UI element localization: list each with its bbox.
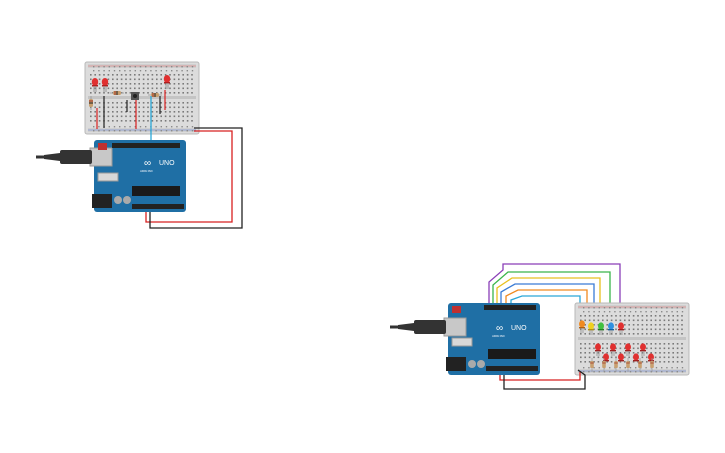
power-jack-icon bbox=[92, 194, 112, 208]
led-red-bottom-b-1[interactable] bbox=[603, 353, 609, 362]
led-green[interactable] bbox=[598, 322, 604, 335]
uno-label: UNO bbox=[511, 325, 527, 332]
crystal bbox=[97, 172, 119, 182]
resistor-bottom-2[interactable] bbox=[602, 358, 606, 372]
led-red-bottom-3[interactable] bbox=[625, 343, 631, 356]
jumpers-top-left bbox=[96, 90, 166, 129]
resistor-2[interactable] bbox=[110, 91, 124, 95]
led-red-bottom-1[interactable] bbox=[595, 343, 601, 356]
arduino-uno-board-bottom-right[interactable]: ∞ UNO ARDUINO bbox=[390, 303, 540, 375]
led-row-top bbox=[579, 320, 624, 335]
reset-button-icon[interactable] bbox=[98, 143, 107, 150]
power-analog-header bbox=[486, 366, 538, 371]
usb-plug-icon bbox=[36, 150, 92, 164]
reset-button-icon[interactable] bbox=[452, 306, 461, 313]
led-red-bottom-b-4[interactable] bbox=[648, 353, 654, 362]
uno-label: UNO bbox=[159, 160, 175, 167]
infinity-logo-icon: ∞ bbox=[496, 323, 503, 334]
resistor-bottom-3[interactable] bbox=[614, 358, 618, 372]
resistor-bottom-6[interactable] bbox=[650, 358, 654, 372]
power-jack-icon bbox=[446, 357, 466, 371]
led-red-1[interactable] bbox=[91, 78, 99, 92]
digital-header bbox=[484, 305, 536, 310]
arduino-brand-label: ARDUINO bbox=[492, 334, 505, 338]
crystal bbox=[451, 337, 473, 347]
led-blue[interactable] bbox=[608, 322, 614, 335]
resistor-3[interactable] bbox=[148, 93, 162, 97]
breadboard-holes bbox=[90, 66, 194, 132]
resistor-bottom-1[interactable] bbox=[590, 358, 594, 372]
led-red-bottom-b-3[interactable] bbox=[633, 353, 639, 362]
led-red-top-row[interactable] bbox=[618, 322, 624, 335]
usb-plug-icon bbox=[390, 320, 446, 334]
led-red-3[interactable] bbox=[163, 75, 171, 89]
push-button[interactable] bbox=[131, 92, 139, 100]
wires-top-left[interactable] bbox=[145, 96, 243, 229]
led-red-bottom-b-2[interactable] bbox=[618, 353, 624, 362]
atmega-chip bbox=[132, 186, 180, 196]
resistor-1[interactable] bbox=[89, 96, 93, 110]
circuit-top-left: ∞ UNO ARDUINO bbox=[36, 61, 243, 229]
arduino-uno-board-top-left[interactable]: ∞ UNO ARDUINO bbox=[36, 140, 186, 212]
circuit-bottom-right: ∞ UNO ARDUINO bbox=[390, 263, 690, 390]
breadboard-top-left[interactable] bbox=[84, 61, 200, 135]
digital-header bbox=[112, 143, 180, 148]
atmega-chip bbox=[488, 349, 536, 359]
led-row-bottom bbox=[595, 343, 654, 362]
wires-bottom-right-signal[interactable] bbox=[488, 263, 621, 318]
led-red-bottom-2[interactable] bbox=[610, 343, 616, 356]
resistor-bottom-4[interactable] bbox=[626, 358, 630, 372]
led-orange[interactable] bbox=[579, 320, 585, 333]
resistor-bottom-5[interactable] bbox=[638, 358, 642, 372]
led-red-2[interactable] bbox=[101, 78, 109, 92]
led-yellow[interactable] bbox=[588, 322, 594, 335]
resistor-row-bottom bbox=[590, 358, 654, 372]
power-analog-header bbox=[132, 204, 184, 209]
arduino-brand-label: ARDUINO bbox=[140, 169, 153, 173]
led-red-bottom-4[interactable] bbox=[640, 343, 646, 356]
infinity-logo-icon: ∞ bbox=[144, 158, 151, 169]
